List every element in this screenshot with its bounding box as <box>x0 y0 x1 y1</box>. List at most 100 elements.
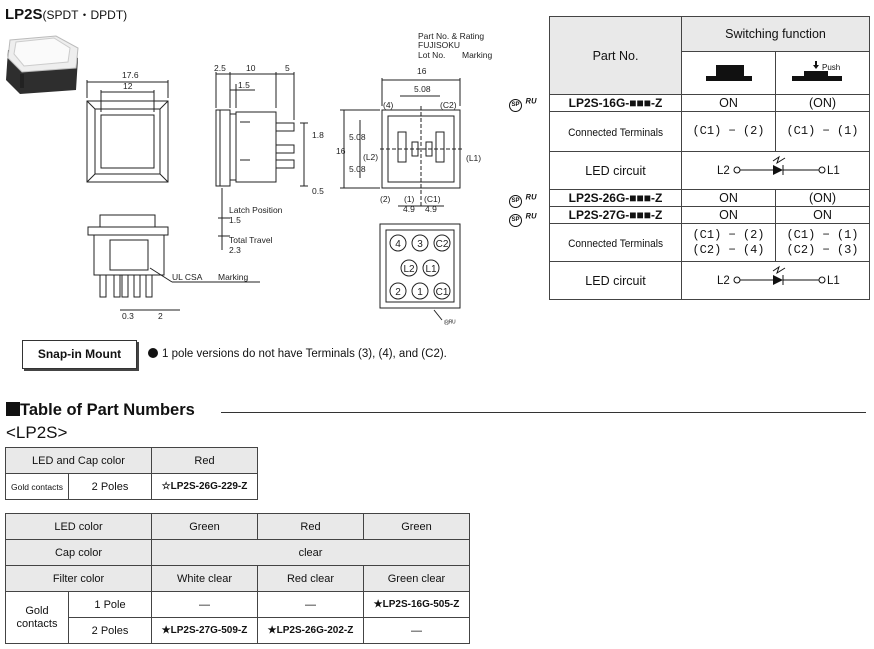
part-table-1: LED and Cap color Red Gold contacts 2 Po… <box>5 447 258 500</box>
led-l1: L1 <box>827 275 840 287</box>
ct1-released: (C1) − (2) <box>681 111 776 152</box>
t2-filter-green: Green clear <box>363 565 470 592</box>
t2-r2-c2: ★LP2S-26G-202-Z <box>257 617 364 644</box>
terminal-c1-label: (C1) <box>424 194 441 204</box>
terminal-4-label: (4) <box>383 100 394 110</box>
terminal-c2-label: (C2) <box>440 100 457 110</box>
dim-2: 2 <box>158 311 163 321</box>
terminal-view <box>340 78 462 208</box>
t1-header-led-cap: LED and Cap color <box>5 447 152 474</box>
terminal-2-label: (2) <box>380 194 391 204</box>
p26-pushed: (ON) <box>775 189 870 207</box>
dim-17-6: 17.6 <box>122 70 139 80</box>
t2-r1-c2: — <box>257 591 364 618</box>
latch-position-value: 1.5 <box>229 215 241 225</box>
row-lp2s-26: LP2S-26G-■■■-Z ON (ON) <box>549 189 870 207</box>
ul-csa-label: UL CSA <box>172 272 203 282</box>
led-circuit-diagram-1: L2 L1 <box>681 151 870 190</box>
dimension-drawing: 17.6 12 2.5 10 5 1.5 1.8 16 0.5 16 5.08 … <box>86 31 493 327</box>
ul-mark: ®ᴿᵁ <box>444 319 455 327</box>
t2-cap-color-label: Cap color <box>5 539 152 566</box>
push-label: Push <box>822 63 840 72</box>
section-rule <box>221 412 866 413</box>
button-released-icon <box>705 64 752 81</box>
ul-icon: ᴿᵁ <box>525 97 537 109</box>
connected-terminals-label-1: Connected Terminals <box>549 111 682 152</box>
t1-header-red: Red <box>151 447 258 474</box>
side-view <box>215 72 308 250</box>
t2-filter-white: White clear <box>151 565 258 592</box>
pin-4: 4 <box>395 239 401 250</box>
pole-note-text: 1 pole versions do not have Terminals (3… <box>162 348 447 360</box>
t2-filter-color-label: Filter color <box>5 565 152 592</box>
ct2-released: (C1) − (2)(C2) − (4) <box>681 223 776 262</box>
led-circuit-label-2: LED circuit <box>549 261 682 300</box>
fujisoku-label: FUJISOKU <box>418 40 460 50</box>
latch-position-label: Latch Position <box>229 205 283 215</box>
square-bullet-icon <box>6 402 20 416</box>
t2-filter-red: Red clear <box>257 565 364 592</box>
total-travel-label: Total Travel <box>229 235 273 245</box>
title-text: LP2S <box>5 6 43 23</box>
t2-r2-c3: — <box>363 617 470 644</box>
ul-icon: ᴿᵁ <box>525 212 537 224</box>
snap-in-mount-box: Snap-in Mount <box>22 340 137 369</box>
ul-icon: ᴿᵁ <box>525 193 537 205</box>
t2-r2-c1: ★LP2S-27G-509-Z <box>151 617 258 644</box>
led-diode-icon: L2 L1 <box>717 155 839 177</box>
total-travel-value: 2.3 <box>229 245 241 255</box>
led-diode-icon: L2 L1 <box>717 265 840 287</box>
pin-l1: L1 <box>425 264 437 275</box>
led-l2: L2 <box>717 275 730 287</box>
terminal-l2-label: (L2) <box>363 152 378 162</box>
pin-c2: C2 <box>436 239 449 250</box>
switching-function-table: Part No. Switching function Push LP2S-16… <box>549 16 870 300</box>
row-lp2s-16: LP2S-16G-■■■-Z ON (ON) <box>549 94 870 112</box>
csa-icon: SP <box>509 214 522 227</box>
led-circuit-label-1: LED circuit <box>549 151 682 190</box>
p16-pushed: (ON) <box>775 94 870 112</box>
section-title: Table of Part Numbers <box>20 401 195 419</box>
off-state-icon <box>681 51 776 95</box>
terminal-l1-label: (L1) <box>466 153 481 163</box>
dim-4-9a: 4.9 <box>403 204 415 214</box>
t1-part-number: ☆LP2S-26G-229-Z <box>151 473 258 500</box>
terminal-1-label: (1) <box>404 194 415 204</box>
t2-led-red: Red <box>257 513 364 540</box>
switching-function-header: Switching function <box>681 16 870 52</box>
ct2-pushed-line1: (C1) − (1) <box>786 227 859 242</box>
pin-1: 1 <box>417 287 423 298</box>
t2-r1-c1: — <box>151 591 258 618</box>
dim-12: 12 <box>123 81 133 91</box>
led-l2: L2 <box>717 165 730 177</box>
t1-2-poles: 2 Poles <box>68 473 152 500</box>
title-subtitle: (SPDT・DPDT) <box>42 8 128 22</box>
on-state-icon: Push <box>775 51 870 95</box>
dim-5-08c: 5.08 <box>349 164 366 174</box>
dim-1-8: 1.8 <box>312 130 324 140</box>
front-view <box>86 80 169 183</box>
t2-2-poles: 2 Poles <box>68 617 152 644</box>
ct1-pushed: (C1) − (1) <box>775 111 870 152</box>
pole-note: 1 pole versions do not have Terminals (3… <box>148 348 447 360</box>
ct2-released-line2: (C2) − (4) <box>692 242 765 257</box>
product-photo <box>6 35 79 94</box>
t2-gold-contacts-text: Gold contacts <box>16 604 58 630</box>
part-lp2s-27: LP2S-27G-■■■-Z <box>549 206 682 224</box>
bullet-icon <box>148 348 158 358</box>
pin-2: 2 <box>395 287 401 298</box>
t2-gold-contacts: Gold contacts <box>5 591 69 644</box>
ct2-pushed: (C1) − (1)(C2) − (3) <box>775 223 870 262</box>
row-lp2s-27: LP2S-27G-■■■-Z ON ON <box>549 206 870 224</box>
pin-c1: C1 <box>436 287 449 298</box>
dim-5-08b: 5.08 <box>349 132 366 142</box>
ct-text-1: Connected Terminals <box>568 126 663 139</box>
dim-0-5: 0.5 <box>312 186 324 196</box>
dim-5-08a: 5.08 <box>414 84 431 94</box>
part-lp2s-26: LP2S-26G-■■■-Z <box>549 189 682 207</box>
part-table-2: LED color Green Red Green Cap color clea… <box>5 513 470 644</box>
csa-icon: SP <box>509 99 522 112</box>
section-heading: Table of Part Numbers <box>6 401 195 420</box>
dim-16v: 16 <box>336 146 346 156</box>
